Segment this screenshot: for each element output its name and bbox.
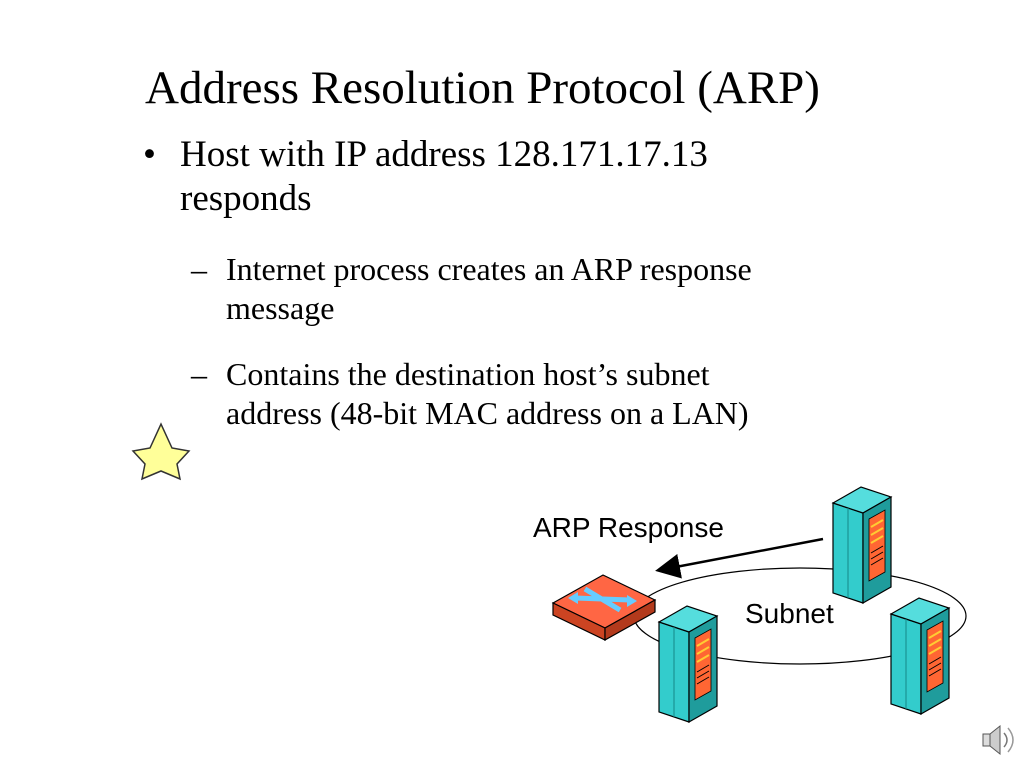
- slide-title: Address Resolution Protocol (ARP): [145, 62, 820, 114]
- server-icon: [658, 605, 718, 723]
- subnet-label: Subnet: [745, 598, 834, 629]
- subbullet-text-line2: address (48-bit MAC address on a LAN): [226, 395, 749, 431]
- subbullet-text-line1: Contains the destination host’s subnet: [226, 356, 710, 392]
- speaker-icon: [982, 724, 1014, 756]
- arp-response-arrow: [655, 537, 824, 579]
- router-icon: [551, 574, 657, 642]
- bullet-text-line2: responds: [180, 178, 312, 219]
- subbullet-marker: –: [191, 251, 207, 287]
- subbullet-marker: –: [191, 356, 207, 392]
- server-icon: [832, 486, 892, 604]
- server-icon: [890, 597, 950, 715]
- arp-response-label: ARP Response: [533, 512, 724, 543]
- subbullet-text-line2: message: [226, 290, 335, 326]
- subbullet-text-line1: Internet process creates an ARP response: [226, 251, 752, 287]
- bullet-marker: •: [143, 134, 156, 175]
- bullet-text-line1: Host with IP address 128.171.17.13: [180, 134, 708, 175]
